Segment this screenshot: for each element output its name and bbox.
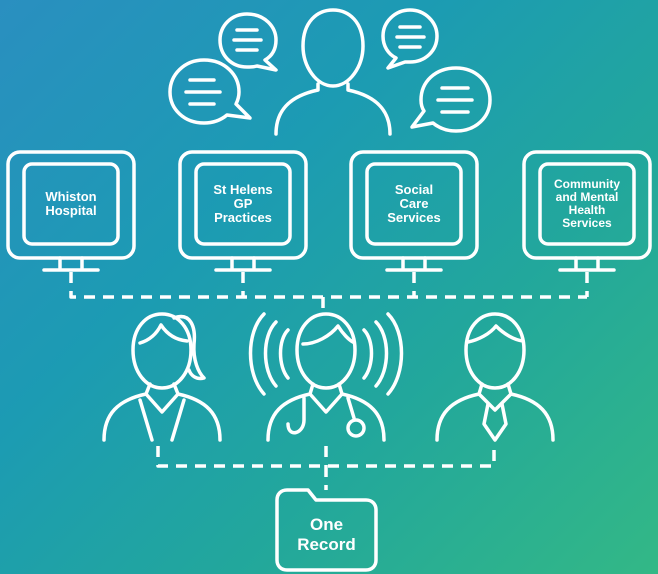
signal-waves-icon [248,312,404,396]
female-clinician-icon [102,312,222,442]
monitor-label-line: Whiston [45,188,97,204]
monitor-label-line: Services [562,216,612,231]
male-clinician-icon [435,312,555,442]
monitor-label-line: Health [568,203,606,217]
monitor-label-line: Hospital [45,203,97,218]
monitor-label-social-care: Social Care Services [367,164,461,244]
record-label-line: One [309,514,344,534]
monitor-label-st-helens: St Helens GP Practices [196,164,290,244]
monitor-label-line: GP [233,195,253,211]
folder-icon [275,488,378,572]
speech-bubble-icon [381,8,439,70]
monitor-label-line: St Helens [213,181,273,197]
monitor-label-line: Care [399,195,429,211]
monitor-label-line: Community [554,176,620,191]
speech-bubble-icon [410,66,492,133]
patient-icon [274,8,392,136]
monitor-community-mental-health [522,150,652,272]
monitor-social-care [349,150,479,272]
monitor-label-whiston: Whiston Hospital [24,164,118,244]
monitor-label-line: Social [394,181,434,197]
monitor-connector-lines [69,272,589,312]
speech-bubble-icon [168,58,252,125]
speech-bubble-icon [218,12,278,72]
monitor-st-helens [178,150,308,272]
record-label: One Record [277,504,376,566]
record-label-line: Record [297,535,356,554]
clinician-connector-lines [156,446,496,490]
monitor-label-line: Practices [214,210,272,226]
monitor-whiston [6,150,136,272]
monitor-label-line: and Mental [555,189,619,204]
monitor-label-community: Community and Mental Health Services [540,164,634,244]
monitor-label-line: Services [387,210,441,226]
doctor-with-stethoscope-icon [266,312,386,442]
